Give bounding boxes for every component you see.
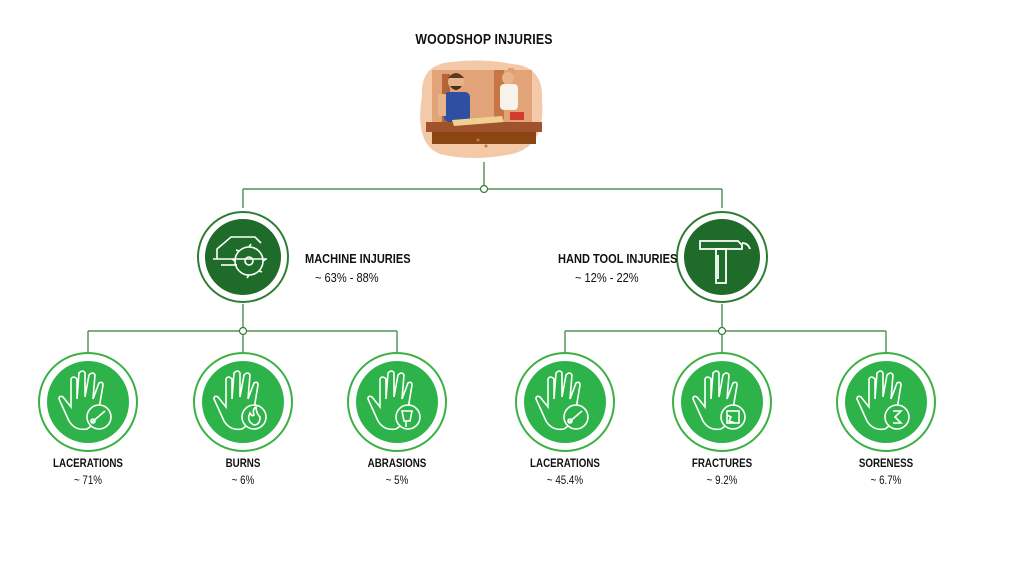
burns-value: ~ 6% [231, 475, 255, 487]
abrasions-label: ABRASIONS [367, 458, 427, 470]
hammer-icon [699, 240, 751, 284]
fractures-node [672, 352, 772, 452]
fractures-label: FRACTURES [691, 458, 753, 470]
diagram-title: WOODSHOP INJURIES [415, 31, 553, 48]
circular-saw-icon [213, 236, 267, 279]
burns-node [193, 352, 293, 452]
machine-lacerations-label: LACERATIONS [53, 458, 123, 470]
machine-injuries-range: ~ 63% - 88% [315, 270, 379, 285]
hand-tool-injuries-range: ~ 12% - 22% [575, 270, 639, 285]
hand-burn-icon [213, 370, 267, 431]
hand-tool-injuries-node [676, 211, 768, 303]
hand-tool-lacerations-value: ~ 45.4% [546, 475, 584, 487]
soreness-value: ~ 6.7% [870, 475, 902, 487]
machine-lacerations-value: ~ 71% [74, 475, 102, 487]
hand-fracture-icon [692, 370, 746, 431]
hand-abrasion-icon [367, 370, 421, 431]
abrasions-node [347, 352, 447, 452]
machine-injuries-node [197, 211, 289, 303]
woodshop-illustration [420, 60, 543, 158]
hand-tool-injuries-label: HAND TOOL INJURIES [558, 251, 678, 266]
hand-soreness-icon [856, 370, 910, 431]
abrasions-value: ~ 5% [385, 475, 409, 487]
hand-laceration-icon [535, 370, 589, 431]
hand-tool-lacerations-node [515, 352, 615, 452]
machine-lacerations-node [38, 352, 138, 452]
hand-laceration-icon [58, 370, 112, 431]
soreness-node [836, 352, 936, 452]
soreness-label: SORENESS [858, 458, 914, 470]
burns-label: BURNS [225, 458, 261, 470]
hand-tool-lacerations-label: LACERATIONS [530, 458, 600, 470]
fractures-value: ~ 9.2% [706, 475, 738, 487]
machine-injuries-label: MACHINE INJURIES [305, 251, 411, 266]
